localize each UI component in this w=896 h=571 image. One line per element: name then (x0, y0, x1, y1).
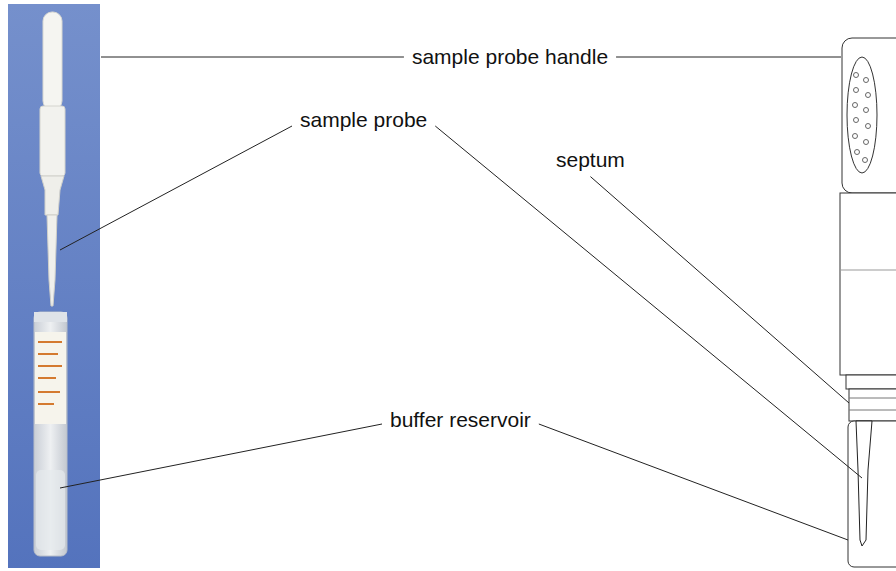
part-label: sample probe (300, 107, 427, 132)
part-label: septum (556, 147, 625, 172)
line-drawing (840, 38, 896, 567)
label-holder: sample probe handle (412, 44, 608, 69)
label-holder: septum (556, 147, 625, 172)
part-label: sample probe handle (412, 44, 608, 69)
leader-line (539, 424, 848, 540)
leader-line (60, 126, 292, 250)
part-label: buffer reservoir (390, 407, 531, 432)
leader-line (101, 57, 404, 58)
leader-line (590, 177, 849, 403)
leader-line (60, 424, 382, 488)
leader-line (616, 57, 841, 58)
label-holder: buffer reservoir (390, 407, 531, 432)
photo (8, 4, 100, 568)
label-holder: sample probe (300, 107, 427, 132)
